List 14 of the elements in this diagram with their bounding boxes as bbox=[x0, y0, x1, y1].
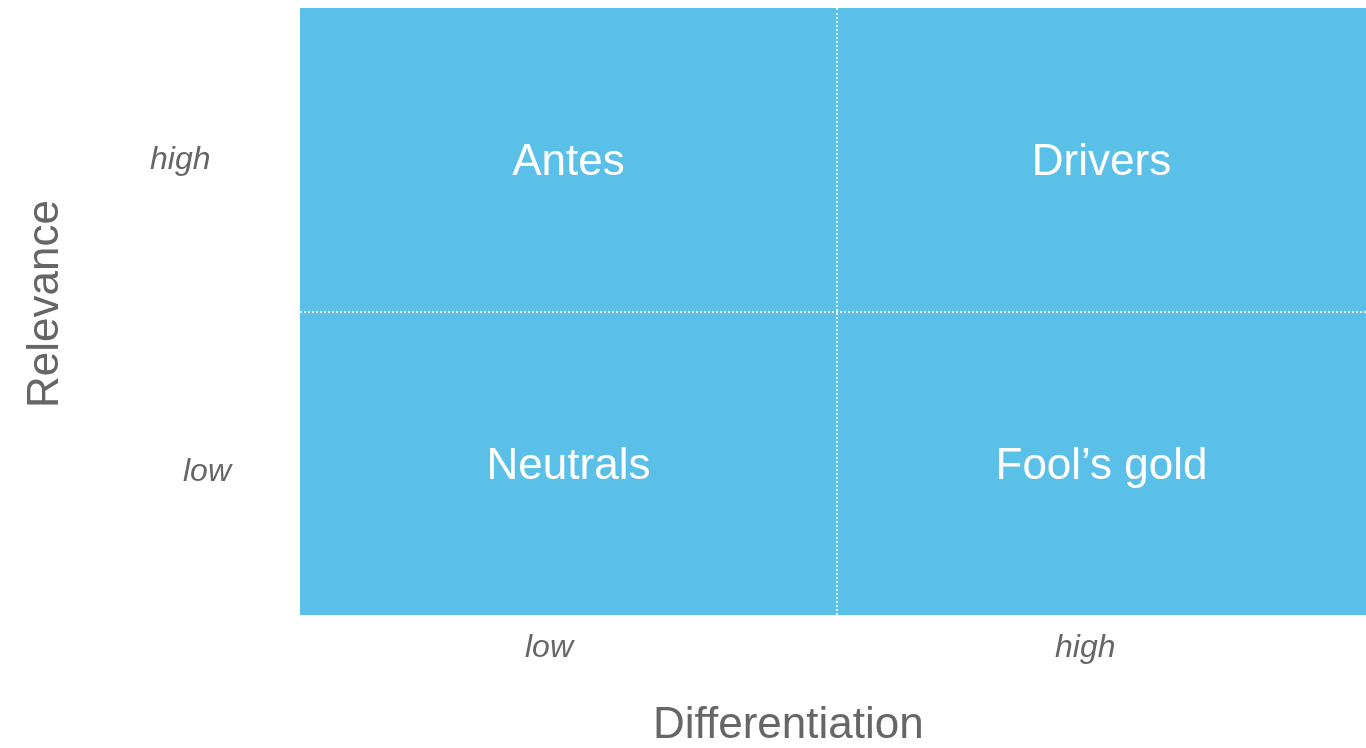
axis-tick-label: high bbox=[1055, 628, 1116, 665]
quadrant-title: Neutrals bbox=[486, 438, 651, 489]
quadrant-title: Antes bbox=[512, 135, 625, 185]
quadrant-title: Drivers bbox=[1031, 135, 1172, 185]
axis-tick-label: high bbox=[150, 140, 211, 177]
matrix-quadrant bbox=[300, 8, 837, 312]
axis-tick-label: low bbox=[525, 628, 573, 665]
axis-title-vertical: Relevance bbox=[18, 200, 68, 408]
quadrant-title: Fool’s gold bbox=[995, 438, 1208, 489]
axis-tick-label: low bbox=[183, 452, 231, 489]
axis-title: Differentiation bbox=[653, 698, 924, 748]
matrix-quadrant bbox=[300, 312, 837, 615]
matrix-quadrant bbox=[837, 312, 1366, 615]
matrix-quadrant bbox=[837, 8, 1366, 312]
